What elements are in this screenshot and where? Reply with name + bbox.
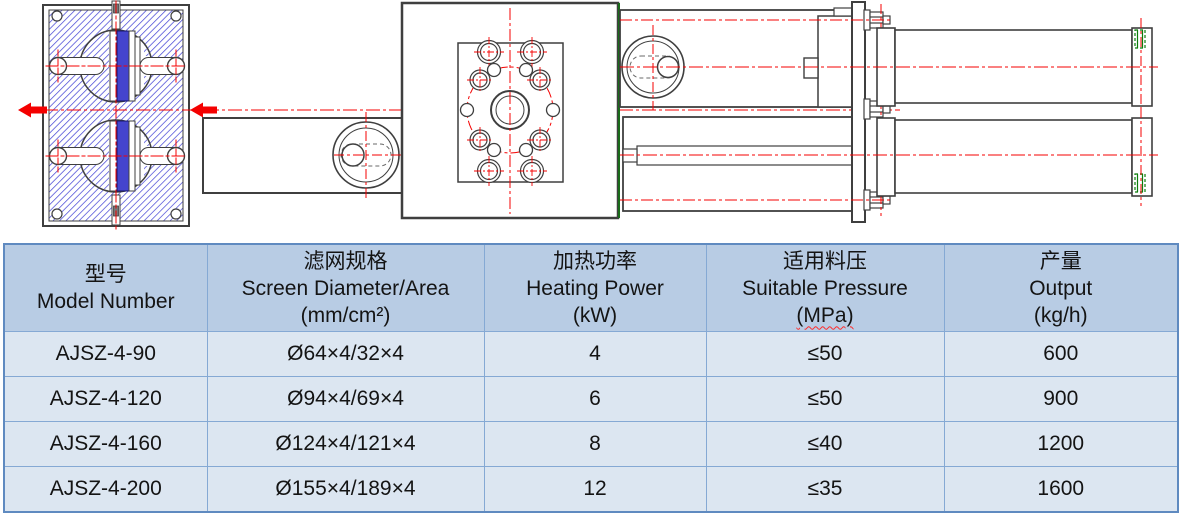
header-row: 型号 Model Number 滤网规格 Screen Diameter/Are… — [3, 243, 1179, 332]
cylinder-port-bottom — [1134, 173, 1146, 193]
spec-table: 型号 Model Number 滤网规格 Screen Diameter/Are… — [3, 243, 1179, 513]
cell-power: 4 — [483, 331, 707, 377]
cell-screen: Ø94×4/69×4 — [206, 376, 485, 422]
cell-screen: Ø124×4/121×4 — [206, 421, 485, 467]
col-header-screen: 滤网规格 Screen Diameter/Area (mm/cm²) — [206, 243, 485, 332]
cell-output: 600 — [943, 331, 1179, 377]
hydraulic-cylinders — [620, 18, 1158, 206]
table-row: AJSZ-4-160 Ø124×4/121×4 8 ≤40 1200 — [3, 421, 1179, 467]
pressure-unit-spellcheck: (MPa) — [796, 303, 854, 327]
col-header-pressure: 适用料压 Suitable Pressure (MPa) — [705, 243, 945, 332]
cell-model: AJSZ-4-200 — [3, 466, 208, 513]
inlet-adapter-block — [202, 112, 404, 198]
cell-pressure: ≤50 — [705, 376, 945, 422]
cell-power: 12 — [483, 466, 707, 513]
cell-screen: Ø155×4/189×4 — [206, 466, 485, 513]
cylinder-port-top — [1134, 29, 1146, 49]
table-row: AJSZ-4-200 Ø155×4/189×4 12 ≤35 1600 — [3, 466, 1179, 513]
cell-output: 1600 — [943, 466, 1179, 513]
mounting-plate-front-view — [400, 1, 620, 220]
col-header-output: 产量 Output (kg/h) — [943, 243, 1179, 332]
screen-changer-technical-drawing — [18, 0, 1158, 232]
cell-pressure: ≤35 — [705, 466, 945, 513]
col-header-model: 型号 Model Number — [3, 243, 208, 332]
cell-model: AJSZ-4-160 — [3, 421, 208, 467]
col-header-heating-power: 加热功率 Heating Power (kW) — [483, 243, 707, 332]
cell-screen: Ø64×4/32×4 — [206, 331, 485, 377]
cell-output: 1200 — [943, 421, 1179, 467]
cell-power: 6 — [483, 376, 707, 422]
cell-model: AJSZ-4-120 — [3, 376, 208, 422]
table-row: AJSZ-4-120 Ø94×4/69×4 6 ≤50 900 — [3, 376, 1179, 422]
bolt-circle-small-holes — [459, 62, 561, 158]
flow-arrow-left-icon — [18, 102, 47, 118]
flow-arrow-right-icon — [190, 102, 217, 118]
cell-output: 900 — [943, 376, 1179, 422]
cell-pressure: ≤40 — [705, 421, 945, 467]
screen-changer-cross-section — [42, 0, 190, 232]
table-row: AJSZ-4-90 Ø64×4/32×4 4 ≤50 600 — [3, 331, 1179, 377]
cell-power: 8 — [483, 421, 707, 467]
rear-flange — [620, 1, 891, 223]
cell-model: AJSZ-4-90 — [3, 331, 208, 377]
cell-pressure: ≤50 — [705, 331, 945, 377]
